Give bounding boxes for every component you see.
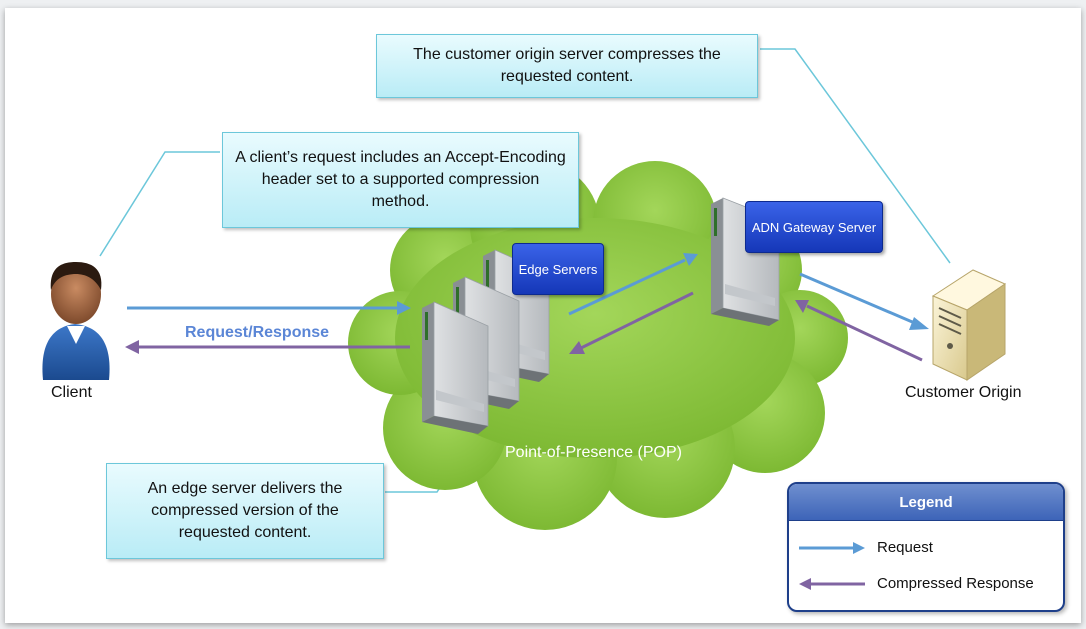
diagram-canvas: The customer origin server compresses th… (5, 8, 1081, 623)
legend-item-request: Request (789, 538, 1063, 558)
customer-origin-label: Customer Origin (905, 384, 1022, 401)
legend: Legend Request Compressed Response (787, 482, 1065, 612)
arrow-origin-to-gateway (806, 304, 923, 362)
leader-line-client (99, 151, 220, 257)
callout-client-request: A client’s request includes an Accept-En… (222, 132, 579, 228)
arrow-gateway-to-origin (799, 272, 918, 326)
response-arrows (125, 291, 923, 362)
legend-item-compressed-response: Compressed Response (789, 574, 1063, 594)
edge-servers-stack (422, 249, 550, 434)
arrow-gateway-to-edge (580, 291, 694, 350)
legend-response-label: Compressed Response (877, 575, 1034, 592)
client-person-icon (42, 262, 110, 380)
legend-response-arrow (799, 578, 865, 590)
request-response-label: Request/Response (185, 324, 330, 341)
adn-gateway-label: ADN Gateway Server (745, 201, 883, 253)
pop-label: Point-of-Presence (POP) (505, 444, 682, 461)
arrow-edge-to-gateway (568, 258, 686, 316)
customer-origin-server-icon (931, 269, 1007, 381)
legend-request-arrow (799, 542, 865, 554)
legend-title: Legend (789, 484, 1063, 521)
request-arrows (127, 253, 929, 330)
leader-line-origin (760, 48, 951, 264)
edge-servers-label: Edge Servers (512, 243, 604, 295)
legend-request-label: Request (877, 539, 933, 556)
callout-edge-deliver: An edge server delivers the compressed v… (106, 463, 384, 559)
client-label: Client (51, 384, 92, 401)
callout-origin-compress: The customer origin server compresses th… (376, 34, 758, 98)
